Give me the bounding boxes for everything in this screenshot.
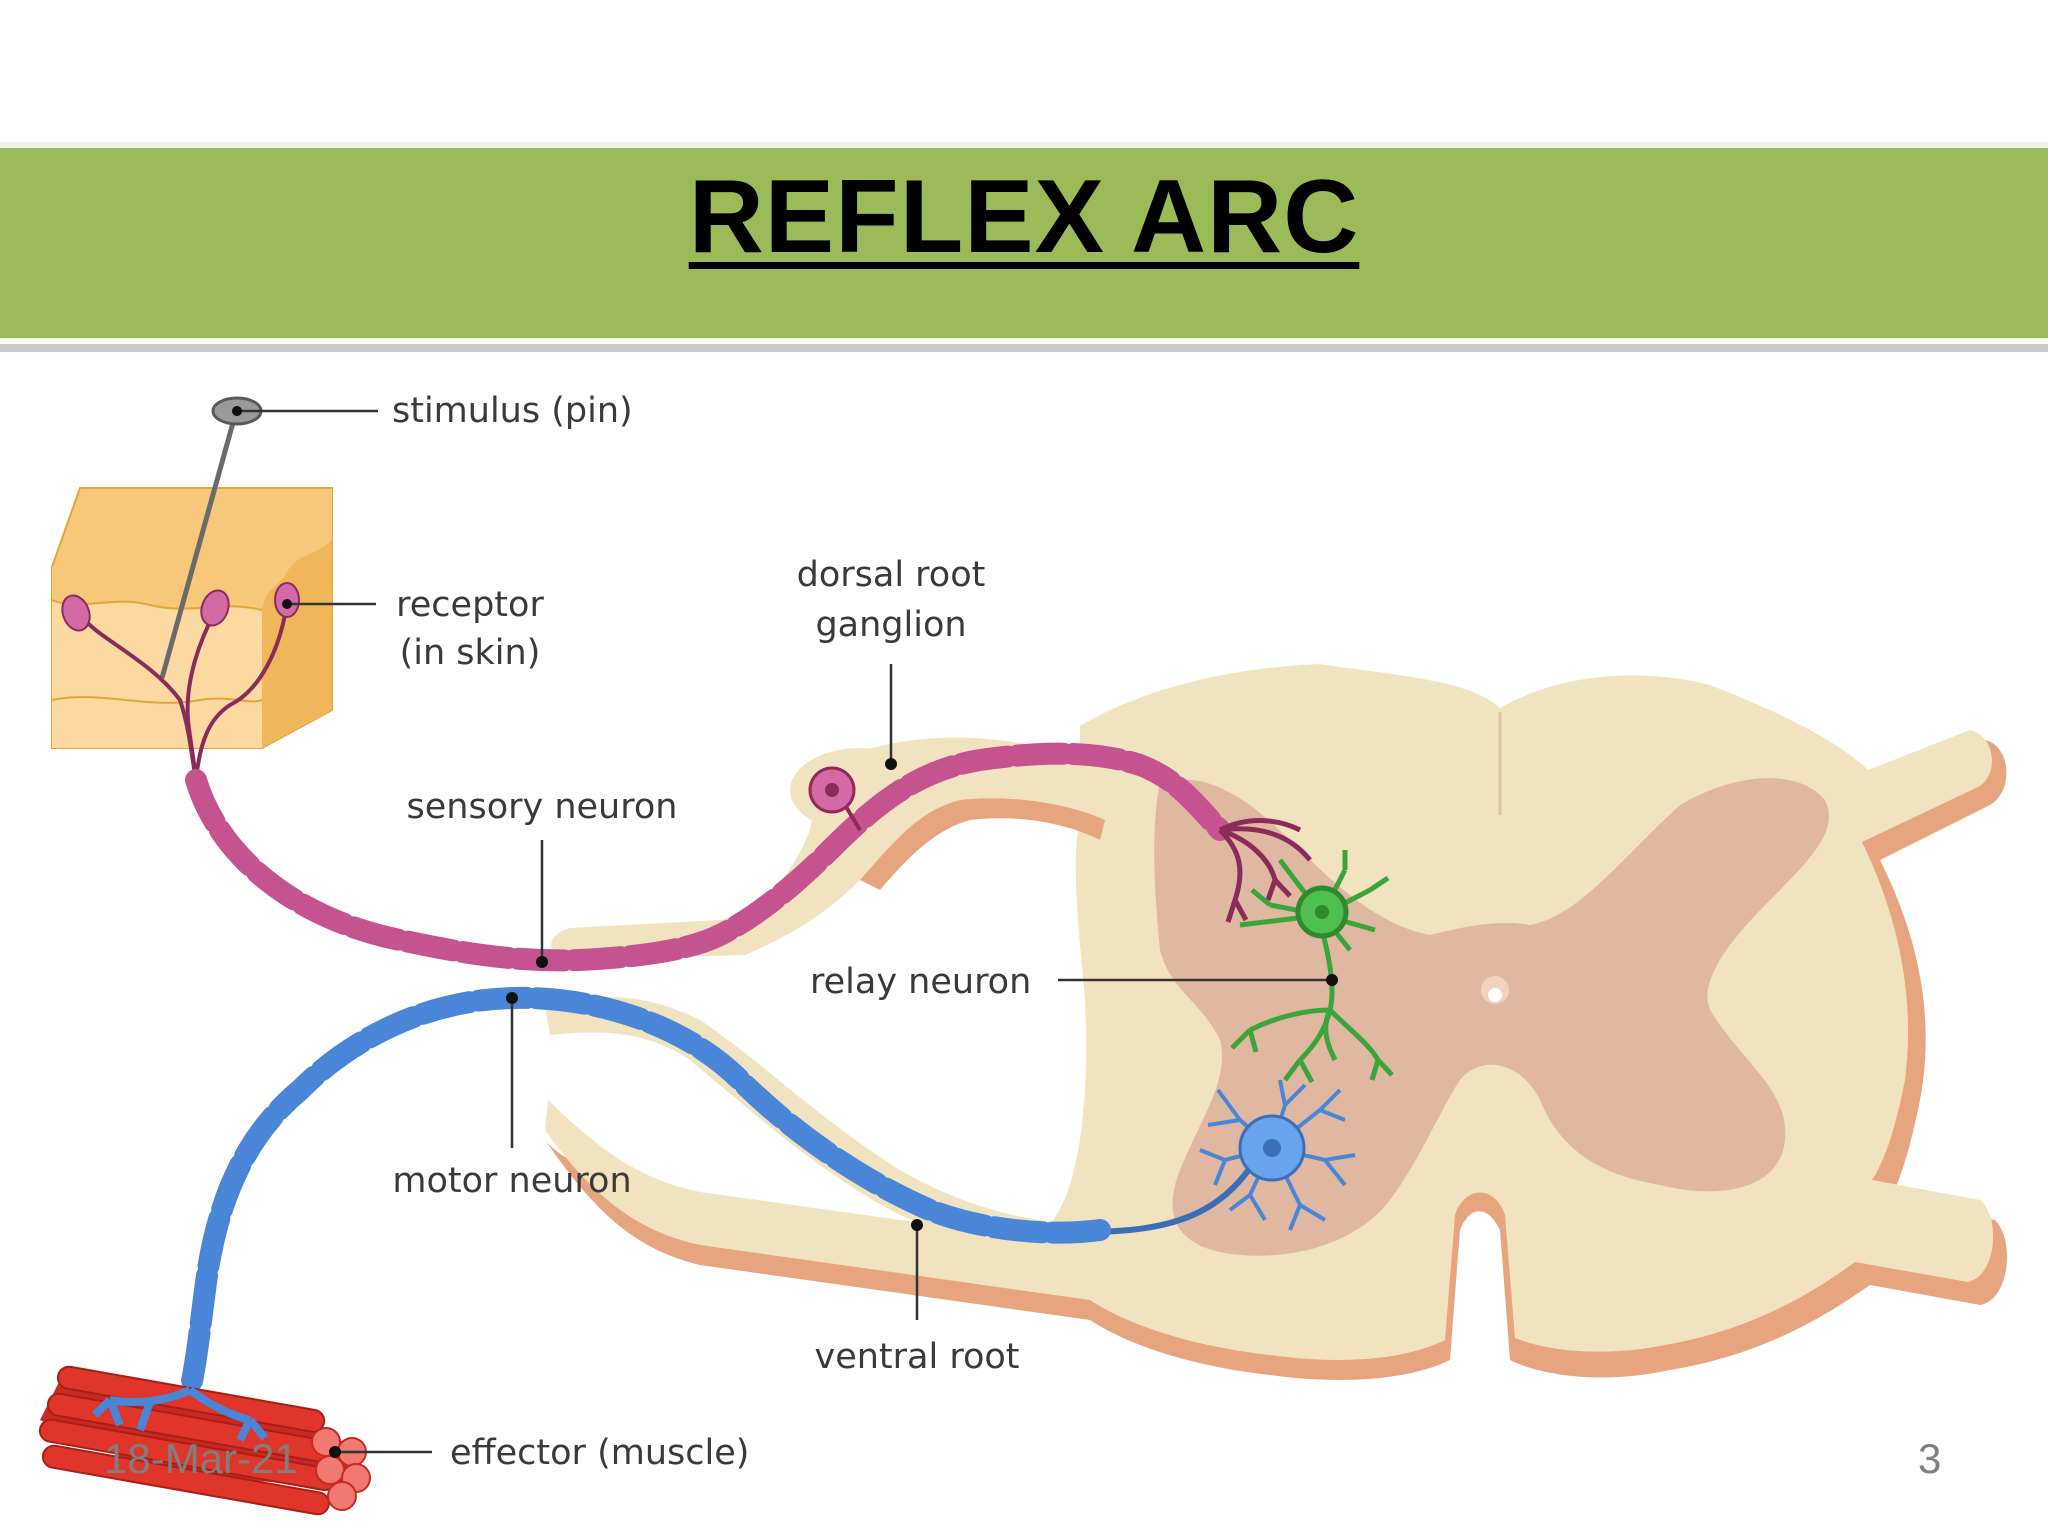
receptor-branch-2 bbox=[185, 611, 217, 781]
label-ventral-root: ventral root bbox=[814, 1337, 1019, 1377]
leader-dots bbox=[232, 406, 1338, 1458]
central-canal bbox=[1488, 988, 1502, 1002]
sensory-nucleus bbox=[825, 783, 839, 797]
dorsal-root-rim bbox=[860, 798, 1105, 890]
title-divider bbox=[0, 344, 2048, 352]
muscle bbox=[38, 1365, 371, 1516]
label-stimulus: stimulus (pin) bbox=[392, 391, 633, 431]
receptor-ending-2 bbox=[200, 589, 230, 627]
ventral-root-sheath bbox=[545, 996, 1110, 1261]
relay-neuron bbox=[1230, 850, 1394, 1084]
receptor-branch-3 bbox=[194, 602, 289, 781]
slide-page-number: 3 bbox=[1918, 1435, 1942, 1482]
motor-dendrites bbox=[1199, 1079, 1356, 1231]
label-dorsal-1: dorsal root bbox=[797, 555, 986, 595]
label-motor-neuron: motor neuron bbox=[392, 1161, 631, 1201]
spinal-cord bbox=[545, 664, 2007, 1380]
skin-block bbox=[51, 487, 333, 749]
muscle-fibre-ends bbox=[311, 1427, 371, 1511]
label-sensory-neuron: sensory neuron bbox=[407, 787, 678, 827]
motor-nucleus bbox=[1263, 1139, 1281, 1157]
label-receptor-2: (in skin) bbox=[400, 633, 541, 673]
motor-neuron bbox=[179, 986, 1356, 1401]
label-receptor-1: receptor bbox=[396, 585, 544, 625]
motor-end-plates bbox=[92, 1386, 269, 1442]
receptor-ending-1 bbox=[61, 594, 91, 632]
label-relay-neuron: relay neuron bbox=[810, 962, 1031, 1002]
relay-terminals bbox=[1230, 1007, 1394, 1084]
sensory-terminals bbox=[1218, 818, 1312, 923]
slide-title: REFLEX ARC bbox=[688, 159, 1360, 275]
sensory-neuron bbox=[61, 582, 1312, 972]
label-dorsal-2: ganglion bbox=[815, 605, 966, 645]
relay-axon bbox=[1298, 929, 1335, 1062]
motor-myelin bbox=[179, 986, 1111, 1401]
skin-side-epidermis bbox=[262, 488, 332, 610]
slide-date: 18-Mar-21 bbox=[104, 1435, 298, 1482]
label-effector: effector (muscle) bbox=[450, 1433, 749, 1473]
leader-lines bbox=[237, 409, 1330, 1454]
title-bar bbox=[0, 142, 2048, 342]
muscle-fibres bbox=[38, 1365, 337, 1516]
relay-nucleus bbox=[1315, 905, 1329, 919]
pin-shaft bbox=[159, 411, 239, 679]
sensory-myelin bbox=[185, 742, 1231, 972]
